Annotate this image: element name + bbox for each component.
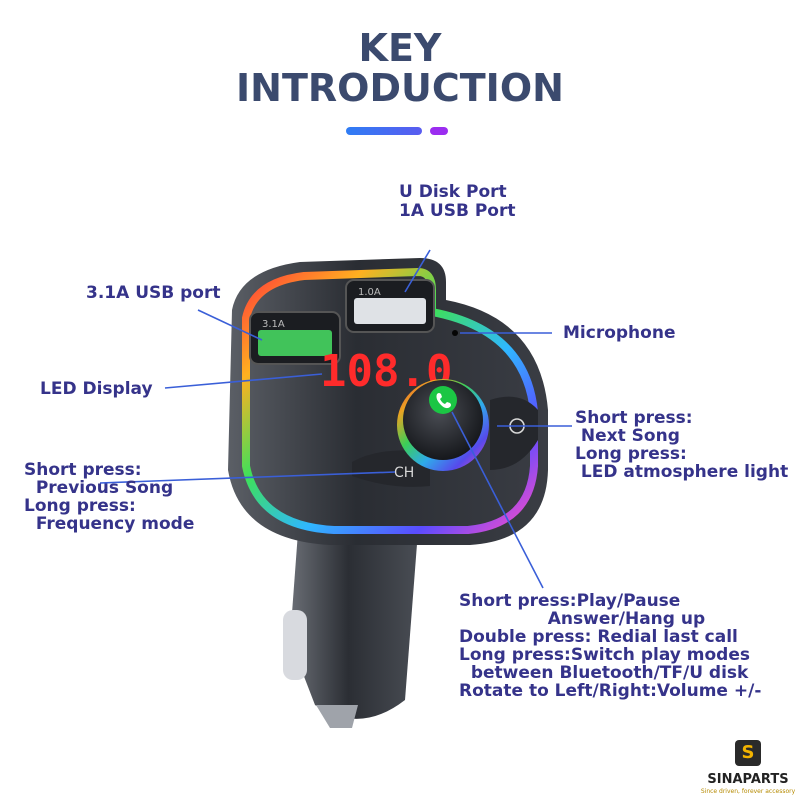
label-right-short: Short press: (575, 408, 693, 428)
cigarette-plug (283, 505, 420, 728)
label-left-prev: Previous Song (24, 478, 174, 498)
label-knob-short: Short press:Play/Pause (459, 591, 681, 611)
label-knob-rotate: Rotate to Left/Right:Volume +/- (459, 681, 762, 701)
label-left-freq: Frequency mode (24, 514, 195, 534)
leader-lines (99, 249, 572, 589)
label-knob-long: Long press:Switch play modes (459, 645, 750, 665)
multifunction-knob (397, 379, 489, 471)
label-right-long: Long press: (575, 444, 687, 464)
title-key: KEY (358, 26, 442, 70)
label-microphone: Microphone (563, 323, 676, 343)
title-introduction: INTRODUCTION (236, 66, 564, 110)
label-left-long: Long press: (24, 496, 136, 516)
phone-icon (429, 386, 457, 414)
sinaparts-logo: S SINAPARTS Since driven, forever access… (700, 738, 796, 798)
microphone-hole (452, 330, 458, 336)
label-knob-modes: between Bluetooth/TF/U disk (459, 663, 749, 683)
svg-text:1.0A: 1.0A (358, 287, 381, 298)
label-u-disk-port: U Disk Port (399, 182, 507, 202)
label-led-display: LED Display (40, 379, 153, 399)
accent-bar-blue (346, 127, 422, 135)
ch-button: CH (352, 450, 430, 487)
label-knob-answer: Answer/Hang up (459, 609, 706, 629)
label-right-led: LED atmosphere light (575, 462, 789, 482)
logo-badge: S (735, 740, 761, 766)
usb-port-1a: 1.0A (345, 279, 435, 333)
label-right-next: Next Song (575, 426, 680, 446)
label-3-1a-usb: 3.1A USB port (86, 283, 221, 303)
svg-text:CH: CH (394, 465, 414, 481)
label-left-short: Short press: (24, 460, 142, 480)
label-1a-usb-port: 1A USB Port (399, 201, 516, 221)
label-knob-double: Double press: Redial last call (459, 627, 738, 647)
accent-bar-violet (430, 127, 448, 135)
logo-wordmark: SINAPARTS (707, 772, 789, 787)
svg-text:3.1A: 3.1A (262, 319, 285, 330)
logo-tagline: Since driven, forever accessory (700, 788, 796, 795)
usb-port-3-1a: 3.1A (249, 311, 341, 365)
